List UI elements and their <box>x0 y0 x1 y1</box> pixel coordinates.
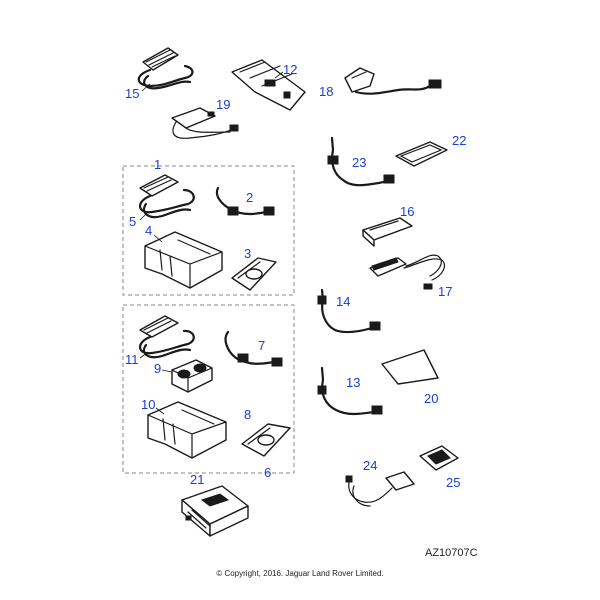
callout-15: 15 <box>125 86 139 101</box>
part-15-coiled-cable <box>137 47 194 90</box>
callout-12: 12 <box>283 62 297 77</box>
callout-22: 22 <box>452 133 466 148</box>
callout-17: 17 <box>438 284 452 299</box>
reference-code: AZ10707C <box>425 547 478 559</box>
callout-9: 9 <box>154 361 161 376</box>
callout-18: 18 <box>319 84 333 99</box>
part-25-charging-pad <box>419 445 459 471</box>
callout-24: 24 <box>363 458 377 473</box>
part-5-coiled-cable <box>139 174 195 219</box>
part-3-bezel <box>231 257 277 291</box>
callout-1: 1 <box>154 157 161 172</box>
part-24-module-with-cable <box>345 471 415 507</box>
part-18-module-with-cable <box>344 67 442 95</box>
callout-6: 6 <box>264 465 271 480</box>
part-17-module-with-cable <box>369 254 445 290</box>
callout-4: 4 <box>145 223 152 238</box>
group-box-6 <box>122 304 295 474</box>
callout-20: 20 <box>424 391 438 406</box>
callout-10: 10 <box>141 397 155 412</box>
part-12-tray <box>231 59 306 111</box>
callout-13: 13 <box>346 375 360 390</box>
callout-7: 7 <box>258 338 265 353</box>
part-11-coiled-cable <box>139 315 195 359</box>
part-10-console-box <box>147 401 227 459</box>
callout-21: 21 <box>190 472 204 487</box>
part-2-harness <box>215 186 275 216</box>
part-23-harness <box>327 136 395 187</box>
part-8-bezel <box>241 423 291 457</box>
part-14-harness <box>317 288 381 334</box>
callout-5: 5 <box>129 214 136 229</box>
part-20-mat <box>381 349 439 385</box>
callout-2: 2 <box>246 190 253 205</box>
callout-23: 23 <box>352 155 366 170</box>
part-9-cupholder <box>171 359 213 393</box>
part-22-mat <box>395 141 448 167</box>
callout-14: 14 <box>336 294 350 309</box>
callout-11: 11 <box>125 352 139 367</box>
callout-25: 25 <box>446 475 460 490</box>
copyright-notice: © Copyright, 2016. Jaguar Land Rover Lim… <box>216 569 383 578</box>
callout-8: 8 <box>244 407 251 422</box>
part-7-harness <box>224 330 283 367</box>
part-21-electronic-module <box>181 485 249 537</box>
callout-3: 3 <box>244 246 251 261</box>
group-box-1 <box>122 165 295 296</box>
callout-16: 16 <box>400 204 414 219</box>
callout-19: 19 <box>216 97 230 112</box>
part-4-console-box <box>144 231 223 289</box>
part-16-module <box>362 217 413 247</box>
part-19-module-with-cable <box>171 107 239 139</box>
part-13-harness <box>317 366 383 416</box>
